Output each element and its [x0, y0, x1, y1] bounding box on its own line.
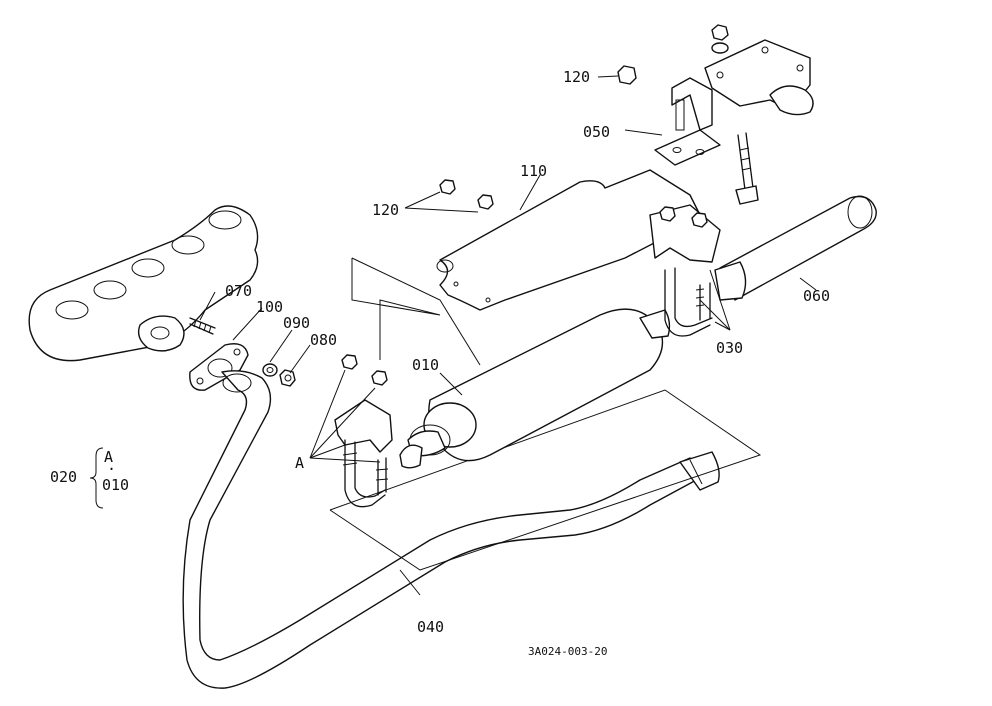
nut — [711, 24, 729, 54]
muffler-clamp-left — [334, 399, 393, 508]
nut — [341, 354, 388, 386]
callout-030: 030 — [716, 339, 743, 357]
callout-050: 050 — [583, 123, 610, 141]
callout-110: 110 — [520, 162, 547, 180]
callout-a: A — [295, 454, 304, 472]
tail-pipe — [714, 195, 877, 301]
assembly-guide-line — [351, 258, 441, 360]
assembly-guide-line — [329, 389, 762, 571]
group-legend-number: 010 — [102, 476, 129, 494]
nut — [279, 369, 296, 387]
exhaust-pipe — [182, 370, 720, 689]
muffler — [399, 308, 671, 469]
heat-shield — [436, 169, 701, 311]
gasket — [189, 343, 249, 391]
nut — [659, 206, 708, 228]
callout-020: 020 — [50, 468, 77, 486]
bolt — [735, 132, 759, 205]
callout-100: 100 — [256, 298, 283, 316]
callout-070: 070 — [225, 282, 252, 300]
group-bracket — [89, 447, 104, 509]
callout-080: 080 — [310, 331, 337, 349]
callout-060: 060 — [803, 287, 830, 305]
leader-lines — [199, 75, 817, 596]
lock-washer — [262, 363, 278, 377]
stud — [189, 317, 216, 335]
assembly-guide-line — [351, 257, 481, 366]
group-legend-dot: · — [107, 460, 116, 478]
exhaust-manifold — [28, 205, 259, 362]
group-legend-letter: A — [104, 448, 113, 466]
callout-120-left: 120 — [372, 201, 399, 219]
nut — [439, 65, 637, 210]
hanger-bracket — [654, 77, 721, 166]
drawing-code: 3A024-003-20 — [528, 645, 607, 658]
callout-120-top: 120 — [563, 68, 590, 86]
callout-010: 010 — [412, 356, 439, 374]
mounting-plate — [704, 39, 814, 116]
callout-090: 090 — [283, 314, 310, 332]
callout-040: 040 — [417, 618, 444, 636]
